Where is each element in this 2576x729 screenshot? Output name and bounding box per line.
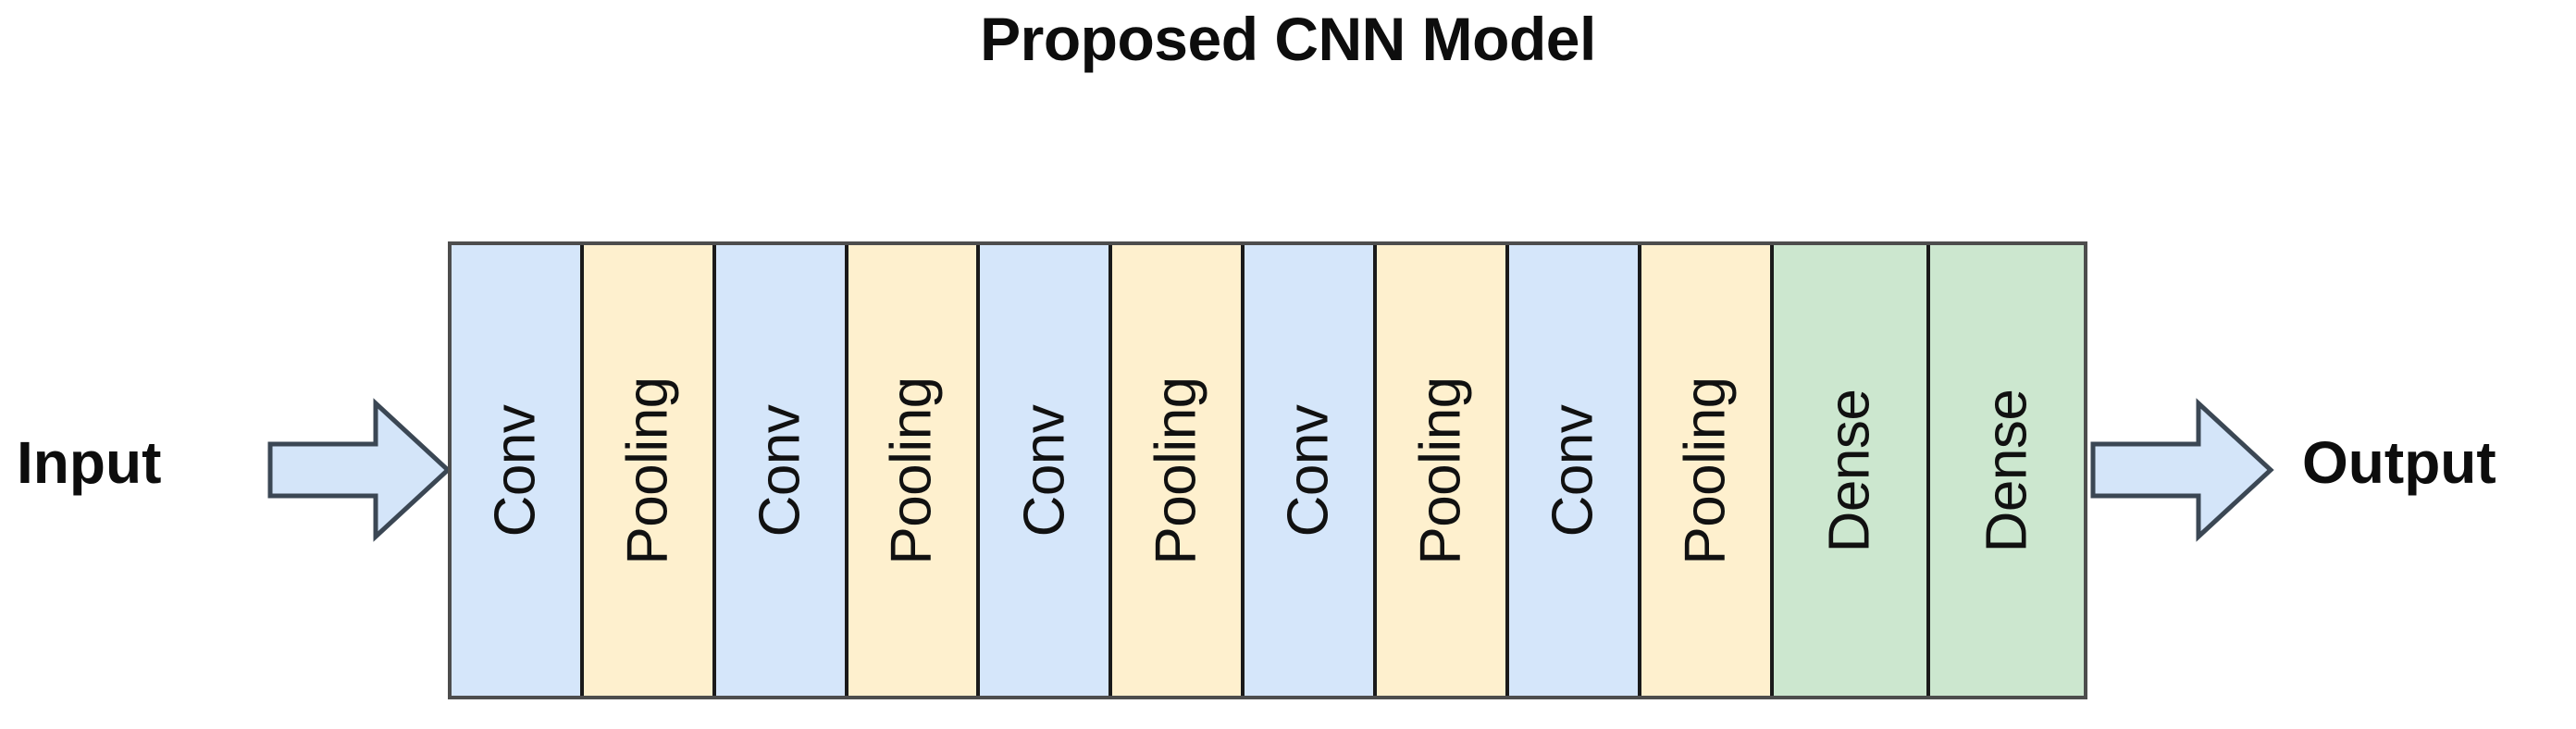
layer-label: Conv <box>1011 404 1076 537</box>
layer-block-pooling-3: Pooling <box>1112 245 1245 696</box>
page-title: Proposed CNN Model <box>980 5 1596 73</box>
layer-block-conv-1: Conv <box>452 245 584 696</box>
layer-label: Pooling <box>1144 376 1208 565</box>
layer-block-pooling-5: Pooling <box>1641 245 1774 696</box>
layer-label: Conv <box>1276 404 1341 537</box>
layer-block-conv-3: Conv <box>980 245 1113 696</box>
layer-block-dense-2: Dense <box>1930 245 2085 696</box>
layer-label: Pooling <box>615 376 680 565</box>
layer-block-conv-4: Conv <box>1245 245 1378 696</box>
layer-block-dense-1: Dense <box>1773 245 1931 696</box>
layer-label: Conv <box>1541 404 1605 537</box>
cnn-layer-stack: Conv Pooling Conv Pooling Conv Pooling C… <box>448 241 2087 699</box>
layer-label: Pooling <box>1673 376 1738 565</box>
layer-block-conv-5: Conv <box>1508 245 1641 696</box>
input-arrow-icon <box>266 396 452 544</box>
layer-label: Conv <box>748 404 812 537</box>
layer-label: Pooling <box>880 376 945 565</box>
output-arrow-icon <box>2089 396 2274 544</box>
input-label: Input <box>17 429 162 496</box>
layer-label: Dense <box>1975 389 2039 552</box>
layer-block-pooling-4: Pooling <box>1377 245 1509 696</box>
layer-label: Dense <box>1817 389 1882 552</box>
layer-block-pooling-1: Pooling <box>583 245 716 696</box>
layer-label: Conv <box>483 404 548 537</box>
output-label: Output <box>2302 429 2496 496</box>
layer-block-pooling-2: Pooling <box>848 245 981 696</box>
layer-label: Pooling <box>1408 376 1473 565</box>
layer-block-conv-2: Conv <box>715 245 848 696</box>
